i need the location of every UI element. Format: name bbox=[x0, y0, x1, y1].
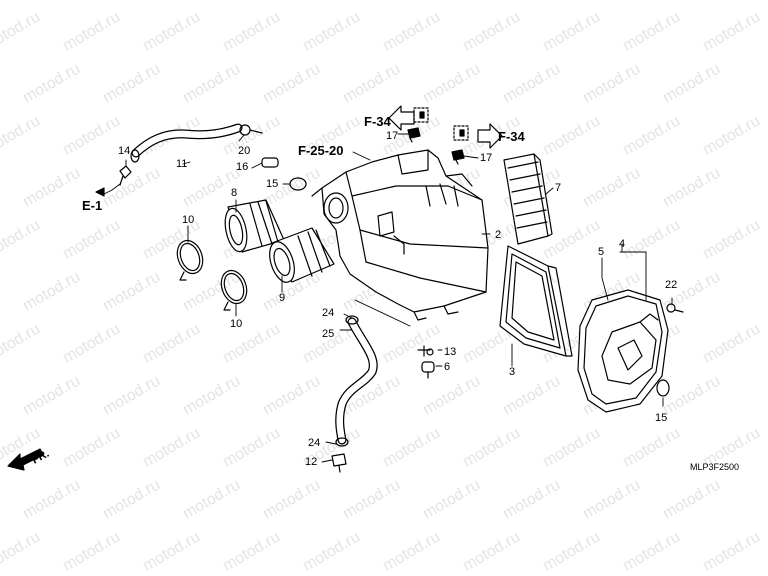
plug-part-12 bbox=[331, 453, 347, 473]
part-label: 14 bbox=[118, 145, 131, 157]
part-label: 13 bbox=[444, 346, 457, 358]
part-label: 5 bbox=[598, 246, 605, 258]
band-part-lower bbox=[220, 269, 248, 311]
screw-part-upper bbox=[407, 127, 421, 143]
part-label: 17 bbox=[480, 152, 493, 164]
air-box-cover-part bbox=[577, 289, 669, 413]
e1-arrow bbox=[95, 187, 105, 197]
part-label: 20 bbox=[238, 145, 251, 157]
part-label: 11 bbox=[176, 158, 188, 170]
part-label: 2 bbox=[495, 229, 502, 241]
clamp-part bbox=[239, 124, 263, 136]
screw-callout-right bbox=[453, 125, 469, 141]
funnel-part-9 bbox=[269, 227, 335, 283]
intake-tube-part bbox=[130, 123, 243, 163]
part-label: 15 bbox=[655, 412, 668, 424]
part-label: 15 bbox=[266, 178, 279, 190]
clip-part-13 bbox=[417, 345, 434, 357]
plug-part-6 bbox=[421, 361, 435, 379]
foam-panel-part bbox=[503, 153, 553, 245]
screw-part-lower bbox=[451, 149, 465, 165]
part-label: 10 bbox=[230, 318, 243, 330]
part-label: 24 bbox=[322, 307, 335, 319]
grommet-part bbox=[261, 157, 279, 168]
part-label: 12 bbox=[305, 456, 318, 468]
air-box-housing bbox=[311, 149, 489, 321]
ref-f34-right: F-34 bbox=[498, 129, 525, 144]
part-label: 16 bbox=[236, 161, 249, 173]
washer-part bbox=[289, 177, 307, 191]
part-label: 9 bbox=[279, 292, 286, 304]
leader-lines bbox=[103, 133, 673, 463]
part-label: 25 bbox=[322, 328, 335, 340]
screw-icon-top bbox=[419, 111, 425, 119]
filter-element-part bbox=[499, 245, 573, 357]
part-label: 10 bbox=[182, 214, 195, 226]
clip-part bbox=[119, 165, 132, 186]
diagram-code: MLP3F2500 bbox=[690, 462, 740, 472]
screw-icon-right bbox=[459, 129, 465, 137]
funnel-part-8 bbox=[224, 199, 285, 253]
part-label: 6 bbox=[444, 361, 451, 373]
drain-tube-part bbox=[335, 315, 378, 447]
front-arrow bbox=[7, 448, 44, 471]
f34-right-arrow bbox=[477, 123, 503, 149]
ref-e1: E-1 bbox=[82, 198, 103, 213]
f34-top-arrow bbox=[388, 105, 415, 131]
part-label: 17 bbox=[386, 130, 399, 142]
part-label: 7 bbox=[555, 182, 562, 194]
screw-callout-top bbox=[413, 107, 429, 123]
part-label: 4 bbox=[619, 238, 626, 250]
part-label: 8 bbox=[231, 187, 238, 199]
ref-f25-20: F-25-20 bbox=[298, 143, 344, 158]
band-part-upper bbox=[176, 239, 204, 281]
part-label: 3 bbox=[509, 366, 516, 378]
part-label: 24 bbox=[308, 437, 321, 449]
bolt-part-right bbox=[666, 303, 684, 313]
ref-f34-top: F-34 bbox=[364, 114, 391, 129]
part-label: 22 bbox=[665, 279, 678, 291]
washer-part-right bbox=[656, 379, 670, 397]
